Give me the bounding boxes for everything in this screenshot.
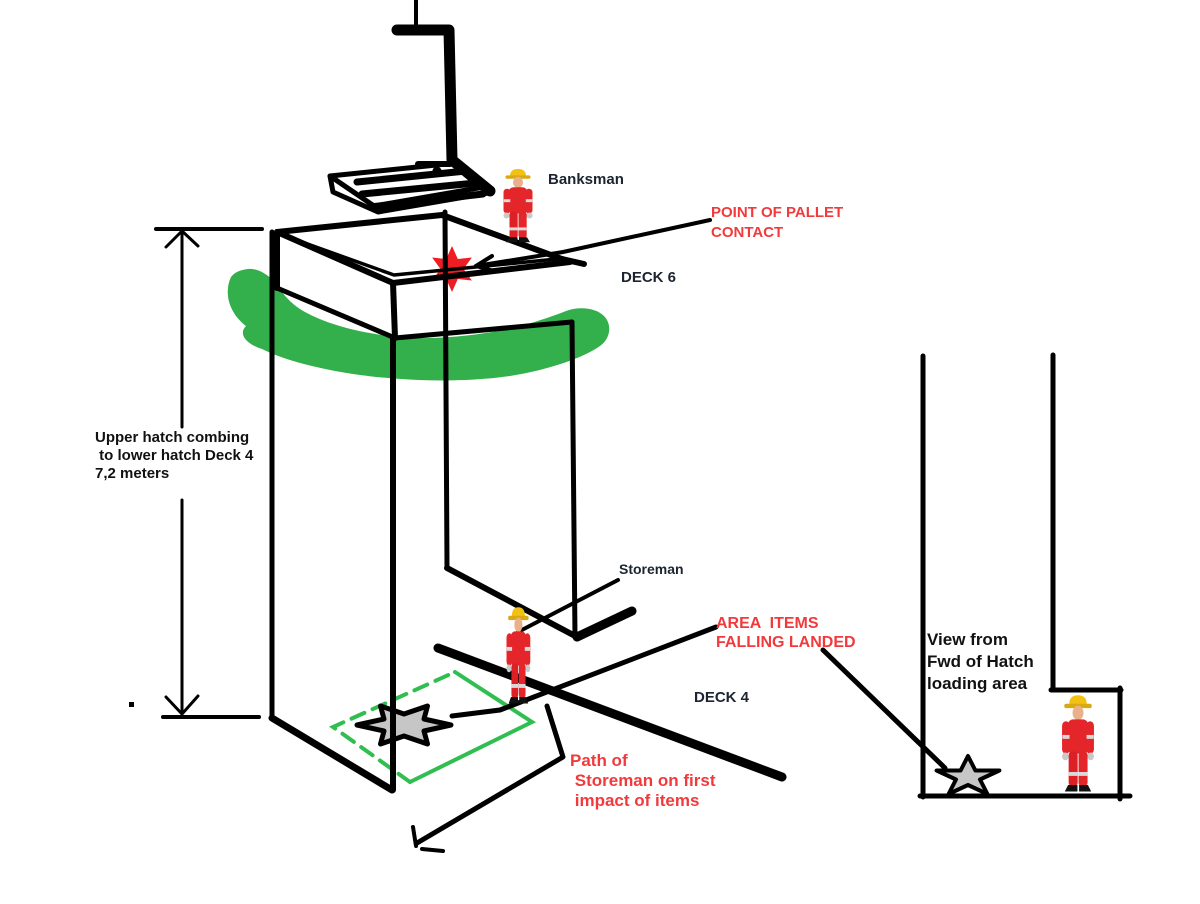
storeman-path-arrow (414, 703, 566, 846)
hatch-depth-label: Upper hatch combing to lower hatch Deck … (95, 429, 254, 482)
landing-area-outline (329, 670, 537, 784)
point-of-pallet-contact-label: POINT OF PALLET CONTACT (711, 204, 844, 241)
contact-pointer-line (474, 218, 712, 268)
view-from-fwd-label: View from Fwd of Hatch loading area (927, 630, 1034, 693)
pallet-slat (358, 179, 480, 198)
storeman-path-arrowhead (411, 825, 445, 853)
stray-dot (129, 702, 134, 707)
landing-pointer-line (449, 624, 719, 719)
dimension-arrow (154, 227, 264, 719)
sideview-worker-figure (1062, 695, 1094, 792)
pallet-slat (366, 190, 487, 211)
pallet (327, 160, 491, 215)
deck4-floor-edge (433, 643, 787, 782)
pallet-slat (353, 167, 470, 186)
banksman-figure (503, 168, 533, 243)
path-of-storeman-label: Path of Storeman on first impact of item… (570, 751, 716, 810)
storeman-label: Storeman (619, 561, 684, 577)
landing-impact-star-icon (354, 703, 454, 747)
deck6-hatch-combing-highlight (227, 268, 610, 381)
deck6-label: DECK 6 (621, 269, 677, 286)
storeman-pointer-line (516, 578, 620, 634)
deck4-label: DECK 4 (694, 689, 750, 706)
sideview-impact-star-icon (934, 754, 1002, 796)
annotation-pointers (411, 218, 948, 853)
sideview-pointer-line (820, 647, 948, 771)
hatch-combing (274, 212, 587, 341)
contact-pointer-arrowhead (474, 254, 496, 273)
banksman-label: Banksman (548, 171, 624, 188)
storeman-figure (506, 607, 531, 704)
hatch-trunk (268, 209, 637, 794)
side-view-profile (917, 352, 1133, 802)
area-items-falling-label: AREA ITEMS FALLING LANDED (716, 615, 856, 651)
